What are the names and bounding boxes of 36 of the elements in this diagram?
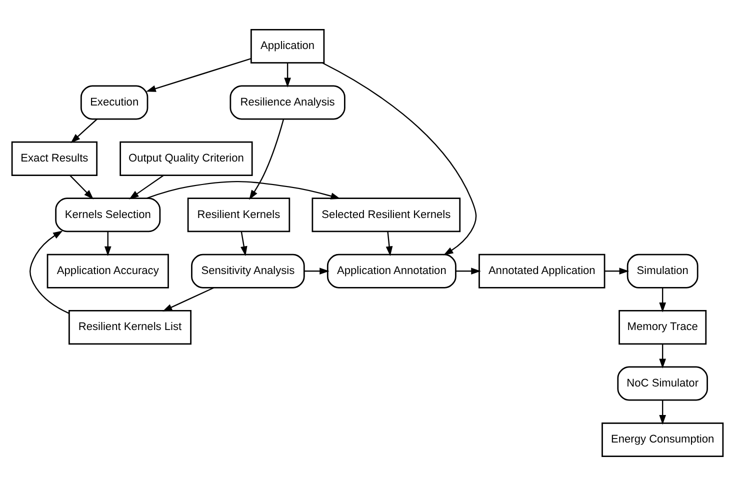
node-box: Exact Results (11, 140, 98, 176)
arrow (322, 62, 477, 255)
node-box: Application (250, 28, 325, 64)
arrow (162, 286, 214, 311)
arrow (240, 230, 248, 256)
arrow (659, 287, 666, 312)
arrow (659, 343, 666, 368)
arrow (70, 118, 98, 143)
node-box: Memory Trace (618, 310, 707, 344)
node-box: Selected Resilient Kernels (312, 197, 461, 232)
arrow (456, 267, 481, 274)
arrow (659, 400, 666, 424)
arrow (604, 267, 630, 274)
node-box: Sensitivity Analysis (191, 253, 305, 288)
node-box: Energy Consumption (602, 422, 724, 456)
arrow (146, 58, 251, 92)
node-box: NoC Simulator (617, 366, 708, 400)
node-box: Annotated Application (478, 253, 606, 288)
node-box: Application Annotation (326, 253, 456, 288)
node-box: Application Accuracy (46, 253, 169, 288)
arrow (129, 174, 164, 199)
arrow (146, 180, 341, 199)
node-box: Resilient Kernels List (68, 310, 192, 344)
node-box: Execution (80, 84, 148, 120)
arrow (304, 267, 330, 274)
arrow (69, 174, 94, 199)
arrow (284, 62, 291, 87)
node-box: Kernels Selection (55, 197, 161, 232)
arrow (386, 230, 393, 256)
node-box: Resilient Kernels (187, 197, 290, 232)
node-box: Simulation (626, 253, 698, 288)
arrow (30, 230, 70, 314)
arrow (104, 231, 112, 256)
node-box: Resilience Analysis (230, 84, 346, 120)
node-box: Output Quality Criterion (120, 140, 253, 176)
arrow (249, 118, 284, 200)
